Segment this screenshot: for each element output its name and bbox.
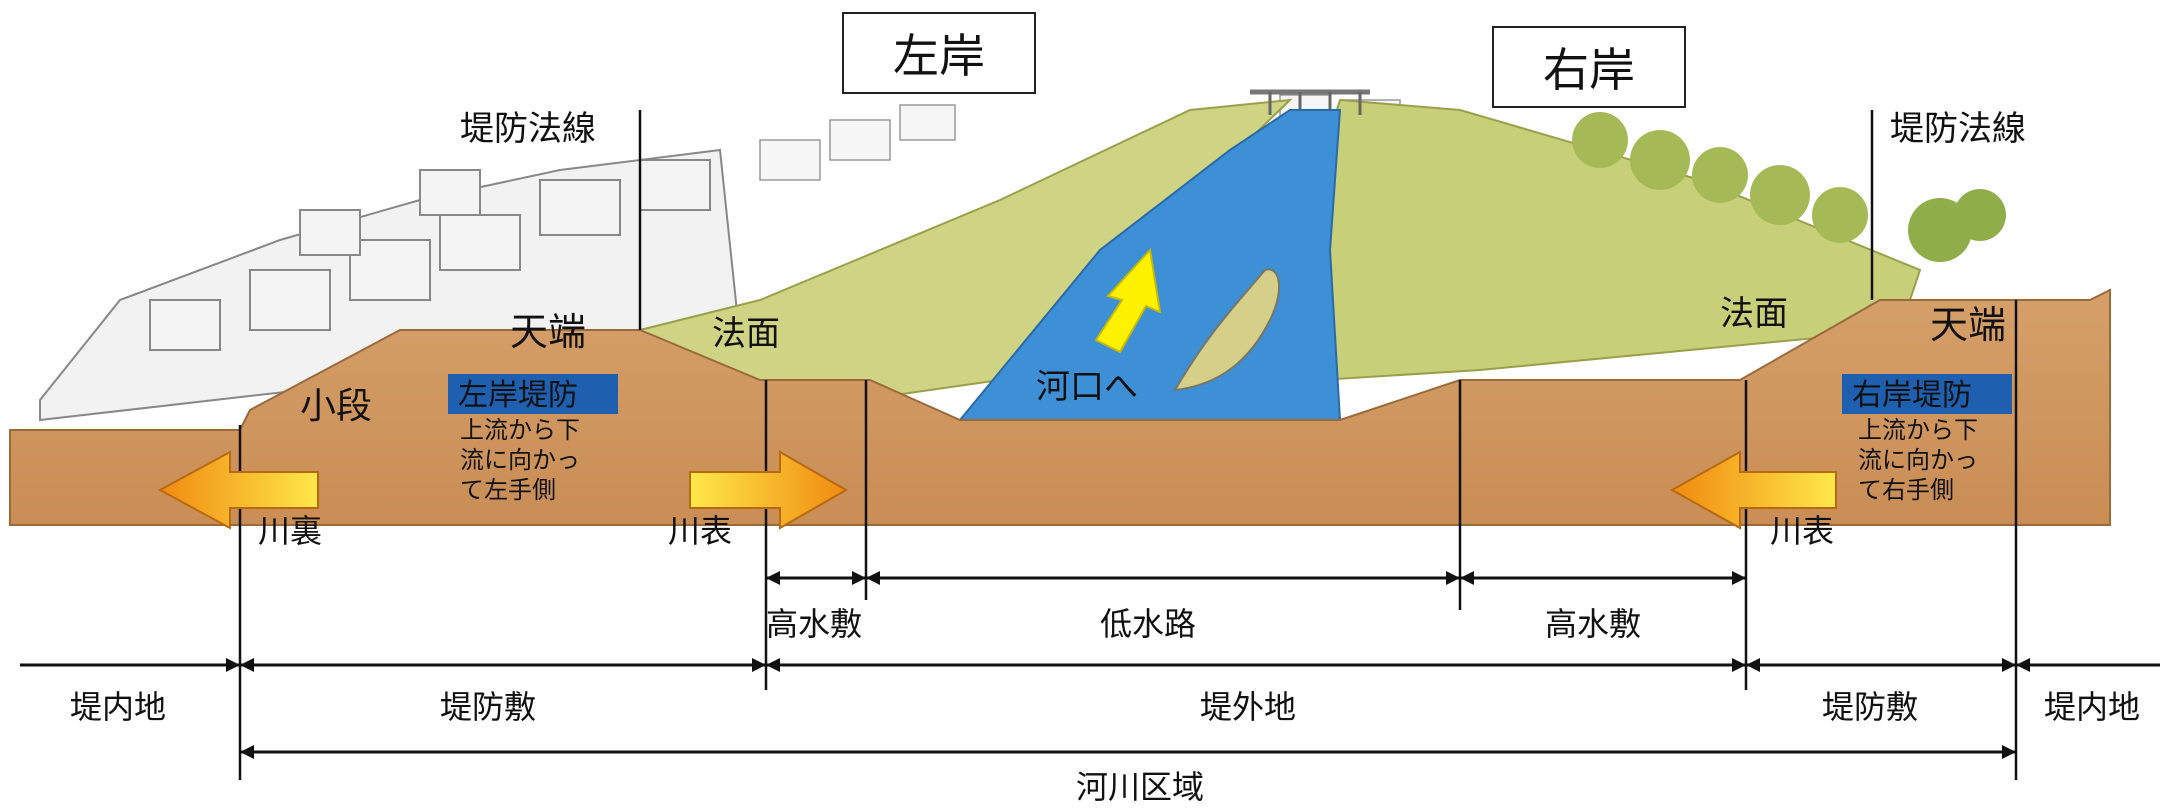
river-side-arrow-left: [689, 450, 849, 530]
inland-left-label: 堤内地: [70, 688, 166, 726]
left-levee-desc-line2: 流に向かっ: [460, 446, 580, 474]
flow-direction-arrow: [1094, 247, 1162, 354]
crown-label-right: 天端: [1930, 303, 2006, 347]
low-water-channel-label: 低水路: [1100, 605, 1196, 643]
right-levee-desc-line3: て右手側: [1858, 476, 1954, 504]
left-levee-title: 左岸堤防: [458, 378, 578, 413]
crown-label-left: 天端: [510, 310, 586, 354]
land-side-label: 川裏: [258, 512, 322, 550]
slope-label-right: 法面: [1720, 294, 1788, 334]
land-side-arrow-left: [157, 450, 319, 530]
inland-right-label: 堤内地: [2044, 688, 2140, 726]
left-levee-desc-line3: て左手側: [460, 476, 556, 504]
high-water-bed-left-label: 高水敷: [766, 605, 862, 643]
right-bank-title: 右岸: [1492, 26, 1686, 108]
river-area-label: 河川区域: [1076, 768, 1204, 806]
right-levee-desc-line1: 上流から下: [1858, 416, 1978, 444]
river-side-label-right: 川表: [1770, 512, 1834, 550]
river-side-label-left: 川表: [668, 512, 732, 550]
levee-site-right-label: 堤防敷: [1822, 688, 1918, 726]
outside-levee-label: 堤外地: [1200, 688, 1296, 726]
left-levee-title-bg: [448, 374, 618, 414]
to-estuary-label: 河口へ: [1036, 367, 1138, 407]
dimension-arrowheads: [226, 571, 2030, 759]
left-bank-title: 左岸: [842, 12, 1036, 94]
right-levee-title-bg: [1842, 374, 2012, 414]
river-island: [1173, 268, 1281, 392]
levee-line-label-left: 堤防法線: [460, 109, 596, 149]
high-water-bed-right-label: 高水敷: [1545, 605, 1641, 643]
berm-label: 小段: [300, 386, 372, 427]
right-levee-desc-line2: 流に向かっ: [1858, 446, 1978, 474]
right-trees: [1572, 112, 2006, 262]
right-levee-title: 右岸堤防: [1852, 378, 1972, 413]
slope-label-left: 法面: [712, 314, 780, 354]
dimension-lines: [20, 576, 2160, 754]
left-levee-desc-line1: 上流から下: [460, 416, 580, 444]
soil-cross-section: [9, 288, 2111, 526]
levee-line-label-right: 堤防法線: [1890, 109, 2026, 149]
levee-site-left-label: 堤防敷: [440, 688, 536, 726]
river-side-arrow-right: [1669, 450, 1837, 530]
